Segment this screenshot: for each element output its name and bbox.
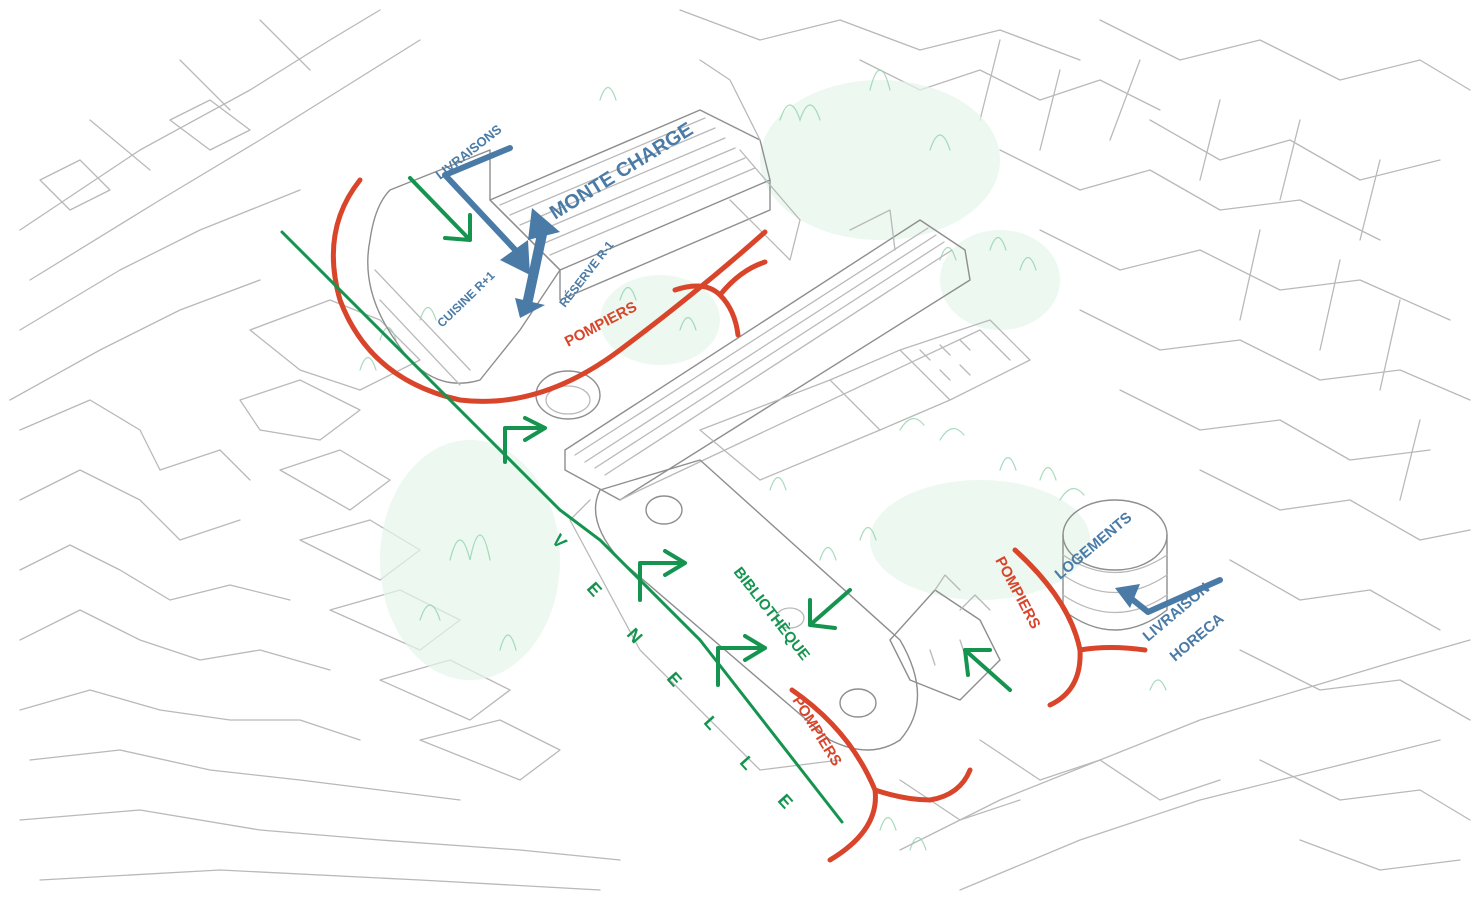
blue-double-arrow-monte-charge xyxy=(523,220,549,305)
blue-arrow-horeca xyxy=(1125,577,1223,615)
blue-arrow-livraisons xyxy=(442,145,523,258)
venelle-letter-7: E xyxy=(774,790,797,812)
green-arrow-houses xyxy=(963,648,1012,692)
venelle-walkway xyxy=(280,176,1012,824)
venelle-letter-3: N xyxy=(623,624,647,647)
blue-arrowhead-up xyxy=(528,208,560,240)
fire-route-right xyxy=(1012,547,1148,708)
blue-arrowhead-livraisons xyxy=(500,240,530,275)
fire-route-top xyxy=(330,177,768,404)
fire-turnaround-top xyxy=(672,259,768,338)
green-arrow-bibliotheque xyxy=(808,588,852,630)
fire-access-routes xyxy=(330,177,1148,863)
venelle-letter-4: E xyxy=(663,668,686,690)
central-buildings xyxy=(367,59,1168,771)
label-monte-charge: MONTE CHARGE xyxy=(546,118,697,224)
logistics-routes xyxy=(442,145,1223,615)
venelle-letter-5: L xyxy=(700,712,722,734)
blue-arrowhead-horeca xyxy=(1115,584,1140,608)
vegetation xyxy=(359,69,1167,851)
background-sketch xyxy=(9,9,1471,891)
green-arrow-3 xyxy=(716,634,767,687)
venelle-line xyxy=(280,230,844,824)
green-arrow-2 xyxy=(638,549,687,602)
blue-arrowhead-down xyxy=(515,298,545,318)
venelle-letter-6: L xyxy=(736,752,758,774)
label-cuisine: CUISINE R+1 xyxy=(434,268,497,330)
green-arrow-livraisons xyxy=(408,176,472,242)
green-arrow-1 xyxy=(503,416,547,464)
fire-route-bottom xyxy=(789,687,973,863)
